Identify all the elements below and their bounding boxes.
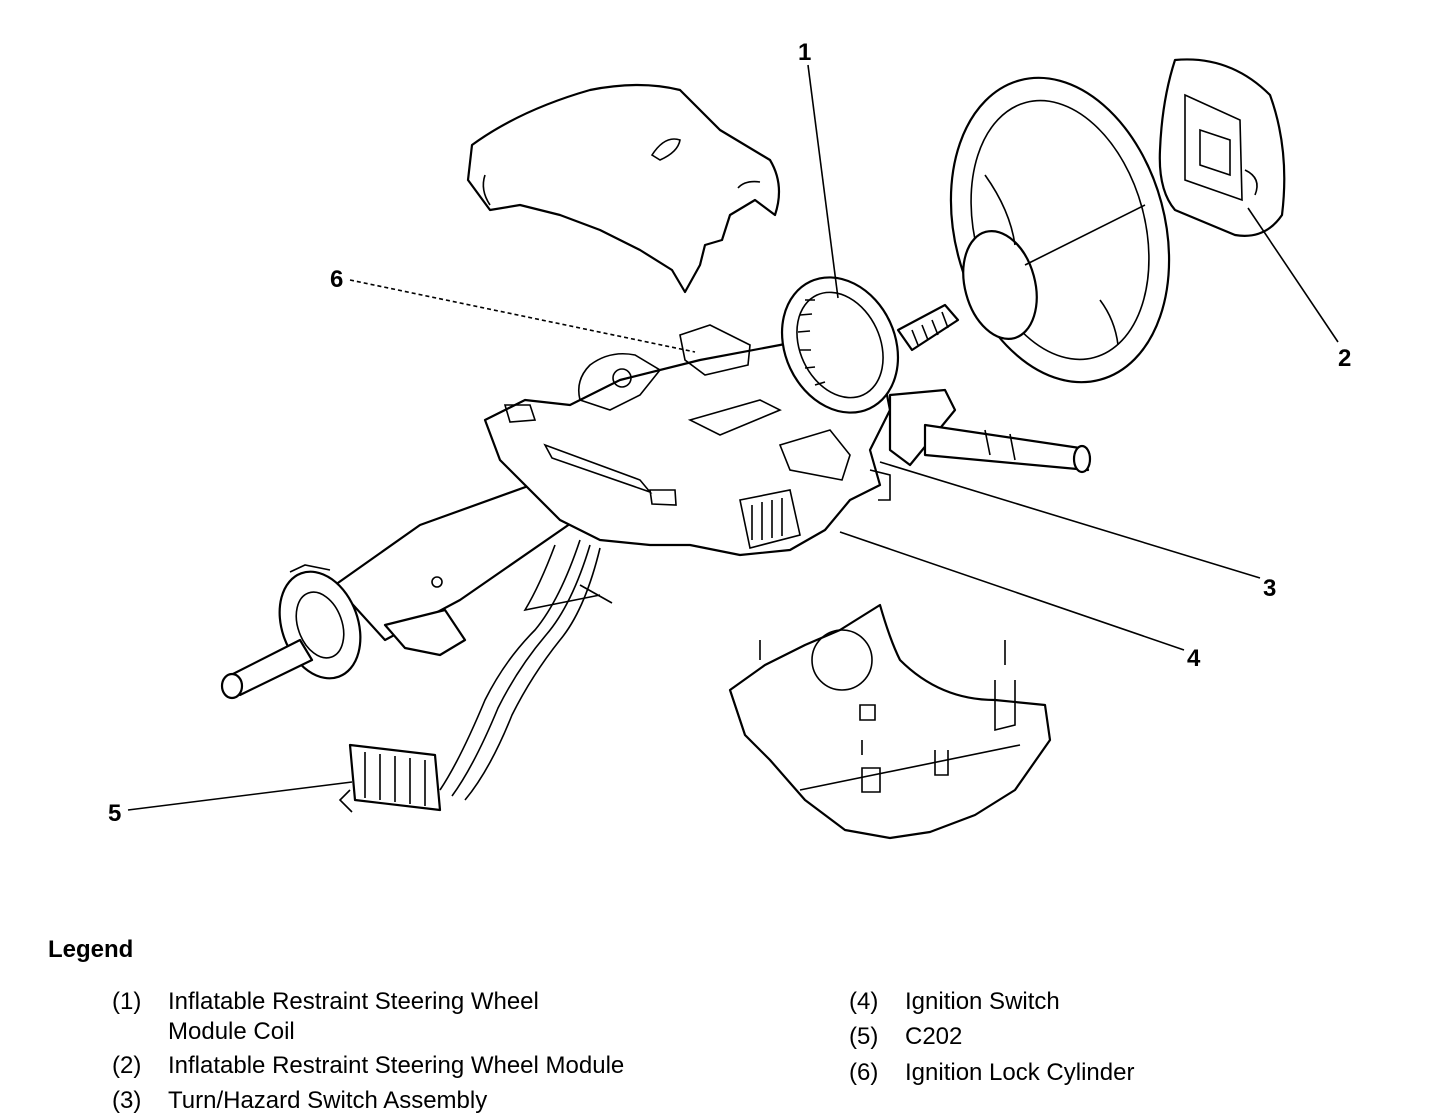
module-coil [780,276,960,414]
column-housing [483,324,892,557]
legend-item-6: (6) Ignition Lock Cylinder [849,1058,1134,1088]
callout-4: 4 [1187,645,1201,672]
callout-2: 2 [1338,345,1351,372]
legend-text: C202 [905,1023,963,1050]
legend-item-5: (5) C202 [849,1022,962,1052]
legend-num: (1) [112,988,142,1015]
callout-3: 3 [1263,575,1276,602]
upper-shroud [466,83,781,294]
legend-item-3: (3) Turn/Hazard Switch Assembly [112,1086,487,1116]
leader-lines [127,64,1339,811]
leader-5 [127,781,353,811]
leader-4 [839,531,1185,651]
lower-shroud [728,603,1052,840]
leader-6 [349,279,696,353]
wiring-harness [338,539,613,813]
legend-text: Ignition Lock Cylinder [905,1059,1135,1086]
legend-text: Turn/Hazard Switch Assembly [168,1087,488,1114]
legend-num: (3) [112,1087,142,1114]
legend-item-4: (4) Ignition Switch [849,987,1060,1017]
callout-6: 6 [330,266,343,293]
leader-1 [807,64,839,299]
turn-signal-lever [888,388,1092,474]
leader-2 [1247,207,1339,343]
steering-column-exploded-diagram: 1 2 3 4 5 6 [108,39,1351,840]
legend-text: Inflatable Restraint Steering Wheel Modu… [168,988,539,1045]
legend-item-2: (2) Inflatable Restraint Steering Wheel … [112,1051,624,1081]
column-tube [220,478,592,700]
steering-wheel [949,76,1171,384]
legend-text: Inflatable Restraint Steering Wheel Modu… [168,1052,625,1079]
legend-title: Legend [48,936,134,963]
callout-5: 5 [108,800,121,827]
legend-num: (5) [849,1023,879,1050]
airbag-module [1158,58,1286,237]
legend-num: (4) [849,988,879,1015]
legend-text: Ignition Switch [905,988,1060,1015]
leader-3 [879,461,1261,579]
legend-item-1: (1) Inflatable Restraint Steering Wheel … [112,987,539,1047]
legend-num: (2) [112,1052,142,1079]
callout-1: 1 [798,39,811,66]
legend-num: (6) [849,1059,879,1086]
